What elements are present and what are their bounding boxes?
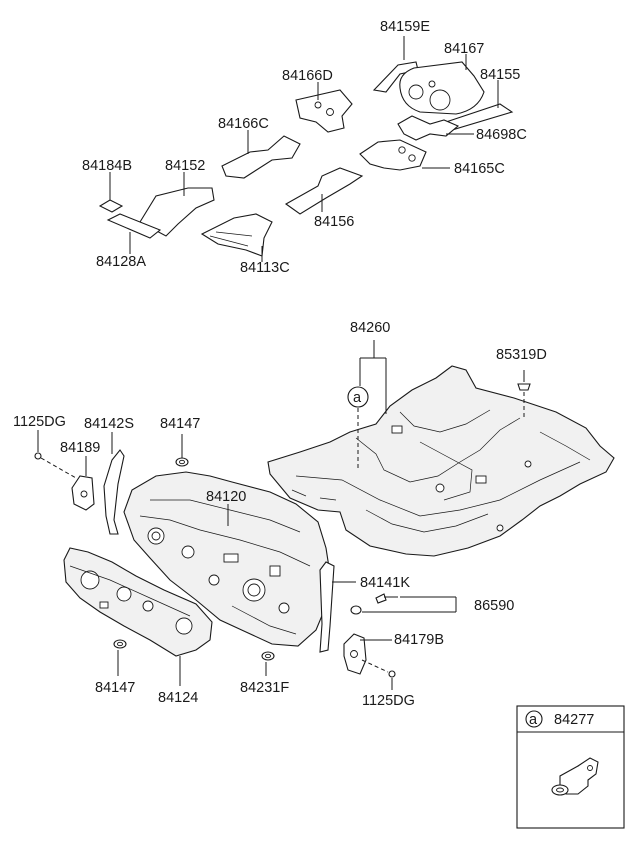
lower-leaders	[37, 430, 393, 690]
legend-box: a 84277	[516, 705, 625, 829]
callout-circle-a	[347, 386, 369, 408]
label-84165C: 84165C	[454, 161, 505, 177]
label-84142S: 84142S	[84, 416, 134, 432]
floor-carpet-84260	[267, 365, 615, 557]
pad-84184B	[98, 199, 124, 213]
label-84113C: 84113C	[240, 260, 290, 276]
bracket-84277	[551, 757, 599, 796]
insulation-pad-84124	[63, 547, 213, 657]
pad-84113C	[200, 213, 273, 257]
label-84698C: 84698C	[476, 127, 527, 143]
pad-84152	[139, 187, 215, 237]
pad-84167	[399, 61, 485, 115]
pad-84166D	[295, 89, 353, 133]
label-1125DG-bottom: 1125DG	[362, 693, 415, 709]
legend-part-number: 84277	[554, 712, 594, 728]
label-84179B: 84179B	[394, 632, 444, 648]
label-84167: 84167	[444, 41, 484, 57]
label-84166C: 84166C	[218, 116, 269, 132]
callout-letter-a: a	[353, 390, 362, 406]
label-84120: 84120	[206, 489, 246, 505]
label-84141K: 84141K	[360, 575, 410, 591]
legend-letter-a: a	[529, 712, 538, 728]
label-84147-top: 84147	[160, 416, 200, 432]
grommet-84147-bottom	[113, 639, 127, 649]
pad-84166C	[221, 135, 301, 179]
label-84260: 84260	[350, 320, 390, 336]
dash-panel-84120	[123, 471, 331, 647]
carpet-leaders	[357, 340, 525, 468]
bracket-84189	[71, 475, 95, 511]
label-84124: 84124	[158, 690, 198, 706]
clip-85319D	[517, 370, 531, 391]
label-84147-bottom: 84147	[95, 680, 135, 696]
pad-84165C	[359, 139, 427, 171]
label-84159E: 84159E	[380, 19, 430, 35]
bolt-1125DG-top	[34, 452, 77, 479]
stiffener-84142S	[103, 449, 125, 535]
label-86590: 86590	[474, 598, 514, 614]
upper-leaders	[109, 36, 499, 262]
label-84189: 84189	[60, 440, 100, 456]
label-1125DG-top: 1125DG	[13, 414, 66, 430]
bracket-84179B	[343, 633, 367, 675]
label-84152: 84152	[165, 158, 205, 174]
stiffener-84141K	[319, 561, 335, 653]
pad-84156	[284, 167, 364, 215]
label-85319D: 85319D	[496, 347, 547, 363]
grommet-84147-top	[175, 457, 189, 467]
label-84231F: 84231F	[240, 680, 289, 696]
label-84128A: 84128A	[96, 254, 146, 270]
label-84155: 84155	[480, 67, 520, 83]
label-84156: 84156	[314, 214, 354, 230]
pad-84128A	[106, 213, 162, 239]
pad-84698C	[397, 115, 460, 141]
bolt-1125DG-bottom	[361, 659, 396, 678]
grommet-84231F	[261, 651, 275, 661]
label-84184B: 84184B	[82, 158, 132, 174]
fasteners-86590	[350, 593, 457, 615]
label-84166D: 84166D	[282, 68, 333, 84]
